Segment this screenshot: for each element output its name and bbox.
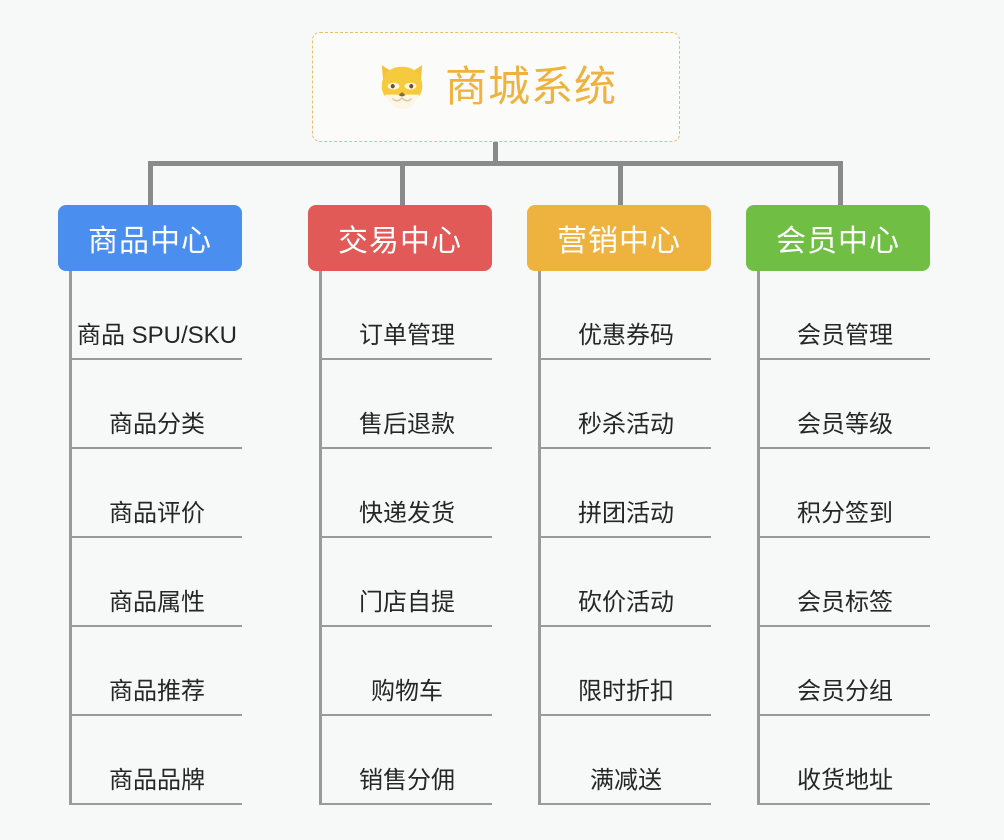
leaf-label: 订单管理 xyxy=(359,322,455,350)
leaf-label: 销售分佣 xyxy=(359,767,455,795)
leaf-label: 积分签到 xyxy=(797,500,893,528)
list-item[interactable]: 销售分佣 xyxy=(322,716,492,805)
leaf-list-marketing-center: 优惠券码 秒杀活动 拼团活动 砍价活动 限时折扣 满减送 xyxy=(538,271,711,805)
branch-trade-center: 交易中心 订单管理 售后退款 快递发货 门店自提 购物车 销售分佣 xyxy=(308,205,492,805)
connector-drop-product-center xyxy=(148,161,153,207)
leaf-label: 快递发货 xyxy=(359,500,455,528)
list-item[interactable]: 商品品牌 xyxy=(72,716,242,805)
leaf-label: 商品 SPU/SKU xyxy=(76,322,238,350)
branch-member-center: 会员中心 会员管理 会员等级 积分签到 会员标签 会员分组 收货地址 xyxy=(746,205,930,805)
root-title: 商城系统 xyxy=(444,63,617,110)
leaf-label: 会员等级 xyxy=(797,411,893,439)
root-node[interactable]: 商城系统 xyxy=(312,32,680,142)
list-item[interactable]: 会员分组 xyxy=(760,627,930,716)
branch-header-label: 营销中心 xyxy=(557,225,681,258)
leaf-label: 限时折扣 xyxy=(578,678,674,706)
branch-product-center: 商品中心 商品 SPU/SKU 商品分类 商品评价 商品属性 商品推荐 商品品牌 xyxy=(58,205,242,805)
branch-header-member-center[interactable]: 会员中心 xyxy=(746,205,930,271)
list-item[interactable]: 优惠券码 xyxy=(541,271,711,360)
leaf-label: 砍价活动 xyxy=(578,589,674,617)
connector-horizontal-bus xyxy=(148,161,842,166)
connector-drop-trade-center xyxy=(400,161,405,207)
leaf-label: 购物车 xyxy=(371,678,443,706)
list-item[interactable]: 积分签到 xyxy=(760,449,930,538)
leaf-label: 会员标签 xyxy=(797,589,893,617)
list-item[interactable]: 订单管理 xyxy=(322,271,492,360)
list-item[interactable]: 商品推荐 xyxy=(72,627,242,716)
leaf-label: 优惠券码 xyxy=(578,322,674,350)
leaf-label: 收货地址 xyxy=(797,767,893,795)
list-item[interactable]: 拼团活动 xyxy=(541,449,711,538)
leaf-list-member-center: 会员管理 会员等级 积分签到 会员标签 会员分组 收货地址 xyxy=(757,271,930,805)
list-item[interactable]: 秒杀活动 xyxy=(541,360,711,449)
branch-header-label: 商品中心 xyxy=(88,225,212,258)
leaf-list-product-center: 商品 SPU/SKU 商品分类 商品评价 商品属性 商品推荐 商品品牌 xyxy=(69,271,242,805)
list-item[interactable]: 购物车 xyxy=(322,627,492,716)
list-item[interactable]: 商品 SPU/SKU xyxy=(72,271,242,360)
list-item[interactable]: 限时折扣 xyxy=(541,627,711,716)
list-item[interactable]: 会员标签 xyxy=(760,538,930,627)
connector-drop-marketing-center xyxy=(618,161,623,207)
branch-header-label: 交易中心 xyxy=(338,225,462,258)
list-item[interactable]: 售后退款 xyxy=(322,360,492,449)
leaf-label: 商品推荐 xyxy=(109,678,205,706)
leaf-label: 售后退款 xyxy=(359,411,455,439)
branch-header-marketing-center[interactable]: 营销中心 xyxy=(527,205,711,271)
leaf-label: 商品评价 xyxy=(109,500,205,528)
connector-drop-member-center xyxy=(838,161,843,207)
list-item[interactable]: 满减送 xyxy=(541,716,711,805)
branch-header-trade-center[interactable]: 交易中心 xyxy=(308,205,492,271)
list-item[interactable]: 商品属性 xyxy=(72,538,242,627)
leaf-label: 商品分类 xyxy=(109,411,205,439)
leaf-label: 商品属性 xyxy=(109,589,205,617)
list-item[interactable]: 商品分类 xyxy=(72,360,242,449)
list-item[interactable]: 砍价活动 xyxy=(541,538,711,627)
leaf-label: 秒杀活动 xyxy=(578,411,674,439)
connector-root-stem xyxy=(493,142,498,164)
list-item[interactable]: 会员等级 xyxy=(760,360,930,449)
branch-header-product-center[interactable]: 商品中心 xyxy=(58,205,242,271)
leaf-label: 商品品牌 xyxy=(109,767,205,795)
list-item[interactable]: 商品评价 xyxy=(72,449,242,538)
list-item[interactable]: 会员管理 xyxy=(760,271,930,360)
leaf-list-trade-center: 订单管理 售后退款 快递发货 门店自提 购物车 销售分佣 xyxy=(319,271,492,805)
leaf-label: 门店自提 xyxy=(359,589,455,617)
list-item[interactable]: 快递发货 xyxy=(322,449,492,538)
branch-header-label: 会员中心 xyxy=(776,225,900,258)
list-item[interactable]: 门店自提 xyxy=(322,538,492,627)
branch-marketing-center: 营销中心 优惠券码 秒杀活动 拼团活动 砍价活动 限时折扣 满减送 xyxy=(527,205,711,805)
leaf-label: 拼团活动 xyxy=(578,500,674,528)
shiba-dog-icon xyxy=(381,65,423,109)
list-item[interactable]: 收货地址 xyxy=(760,716,930,805)
leaf-label: 满减送 xyxy=(590,767,662,795)
leaf-label: 会员管理 xyxy=(797,322,893,350)
leaf-label: 会员分组 xyxy=(797,678,893,706)
